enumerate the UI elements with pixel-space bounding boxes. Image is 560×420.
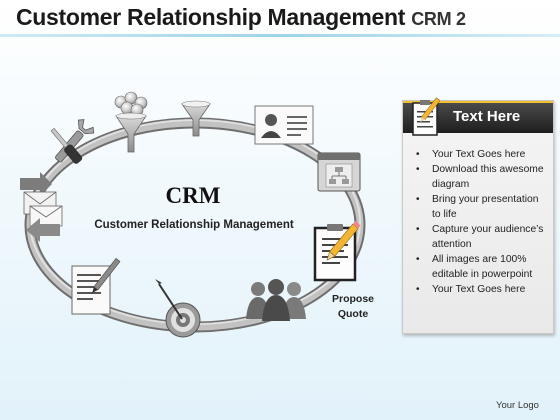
- id-card-icon: [254, 105, 314, 145]
- people-icon: [246, 279, 306, 321]
- list-item: Your Text Goes here: [403, 282, 553, 297]
- coins-funnel-icon: [114, 91, 148, 153]
- clipboard-pencil-icon: [412, 97, 441, 136]
- header-divider: [0, 34, 560, 37]
- list-item: All images are 100% editable in powerpoi…: [403, 252, 553, 282]
- step-label-line-1: Propose: [331, 293, 374, 305]
- text-panel-list: Your Text Goes here Download this awesom…: [403, 147, 553, 297]
- text-panel: Text Here Your Text Goes here Download t…: [402, 97, 554, 334]
- text-panel-title: Text Here: [453, 108, 521, 125]
- document-pen-icon: [71, 258, 121, 315]
- envelopes-arrows-icon: [20, 172, 63, 242]
- funnel-icon: [181, 100, 211, 137]
- step-label-line-2: Quote: [337, 308, 369, 320]
- text-panel-header: Text Here: [403, 97, 553, 136]
- slide-title-suffix: CRM 2: [411, 9, 466, 29]
- list-item: Bring your presentation to life: [403, 192, 553, 222]
- flowchart-window-icon: [317, 152, 361, 192]
- list-item: Your Text Goes here: [403, 147, 553, 162]
- dart-target-icon: [155, 279, 201, 338]
- tools-icon: [50, 119, 95, 164]
- list-item: Capture your audience’s attention: [403, 222, 553, 252]
- diagram-center-subtitle: Customer Relationship Management: [94, 219, 294, 231]
- clipboard-pencil-icon: [313, 221, 361, 282]
- footer-logo-text: Your Logo: [496, 400, 539, 411]
- slide-title: Customer Relationship Management CRM 2: [16, 4, 466, 31]
- step-label-propose-quote: Propose Quote: [322, 292, 384, 322]
- diagram-center-title: CRM: [165, 183, 221, 208]
- slide-title-main: Customer Relationship Management: [16, 4, 406, 30]
- list-item: Download this awesome diagram: [403, 162, 553, 192]
